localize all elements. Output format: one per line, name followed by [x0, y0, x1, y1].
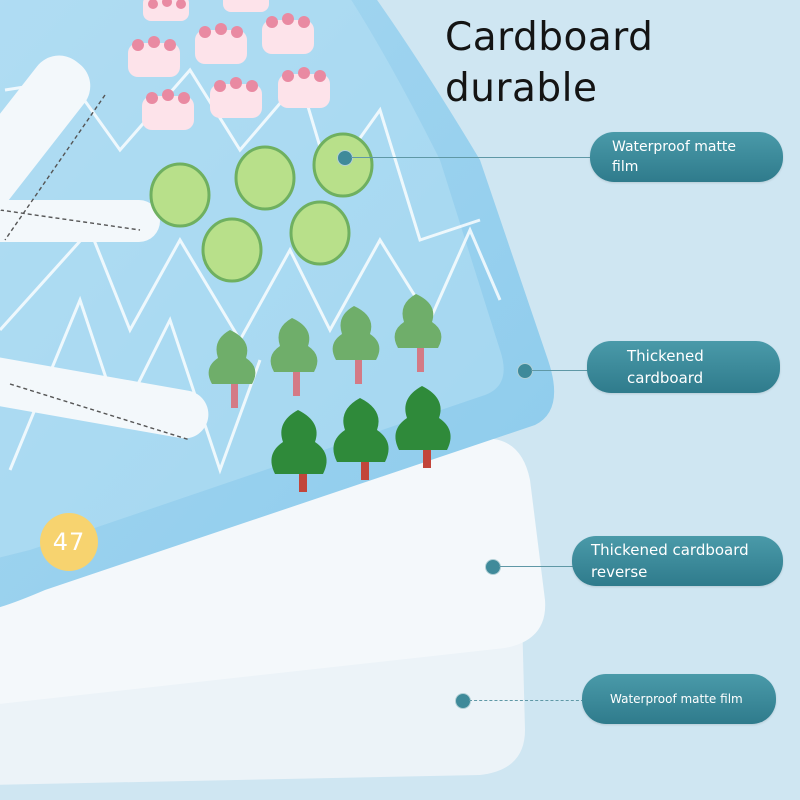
callout-waterproof-matte-film: Waterproof matte film — [590, 132, 783, 182]
page-number: 47 — [52, 528, 86, 556]
layer-front-board — [0, 0, 555, 608]
callout-leader-line — [531, 370, 589, 371]
callout-label-line-1: Thickened cardboard — [591, 541, 749, 559]
callout-label-line-2: reverse — [591, 563, 648, 581]
tracing-bar — [0, 200, 160, 242]
callout-label-line-2: film — [612, 159, 639, 175]
callout-waterproof-matte-film-bottom: Waterproof matte film — [582, 674, 776, 724]
callout-label-line-1: Thickened — [627, 347, 704, 365]
tree-sticker — [271, 386, 451, 492]
callout-dot — [517, 363, 533, 379]
callout-leader-line — [499, 566, 574, 567]
callout-thickened-cardboard: Thickened cardboard — [587, 341, 780, 393]
headline: Cardboard durable — [445, 12, 653, 114]
callout-thickened-cardboard-reverse: Thickened cardboard reverse — [572, 536, 783, 586]
layer-cardboard-reverse — [0, 438, 546, 704]
callout-dot — [337, 150, 353, 166]
callout-label-line-2: cardboard — [627, 369, 704, 387]
callout-dot — [455, 693, 471, 709]
cake-sticker — [128, 0, 330, 130]
callout-label-line-1: Waterproof matte film — [610, 692, 743, 706]
tracing-bar — [0, 55, 106, 252]
page-number-badge: 47 — [40, 513, 98, 571]
callout-leader-line — [469, 700, 584, 701]
zigzag-trace — [0, 226, 502, 343]
callout-label-line-1: Waterproof matte — [612, 139, 737, 155]
headline-line-2: durable — [445, 66, 598, 111]
zigzag-trace — [8, 295, 262, 475]
callout-dot — [485, 559, 501, 575]
tracing-bar — [0, 355, 209, 441]
zigzag-trace — [4, 67, 481, 242]
callout-leader-line — [351, 157, 591, 158]
headline-line-1: Cardboard — [445, 15, 654, 60]
tree-sticker — [208, 294, 442, 408]
